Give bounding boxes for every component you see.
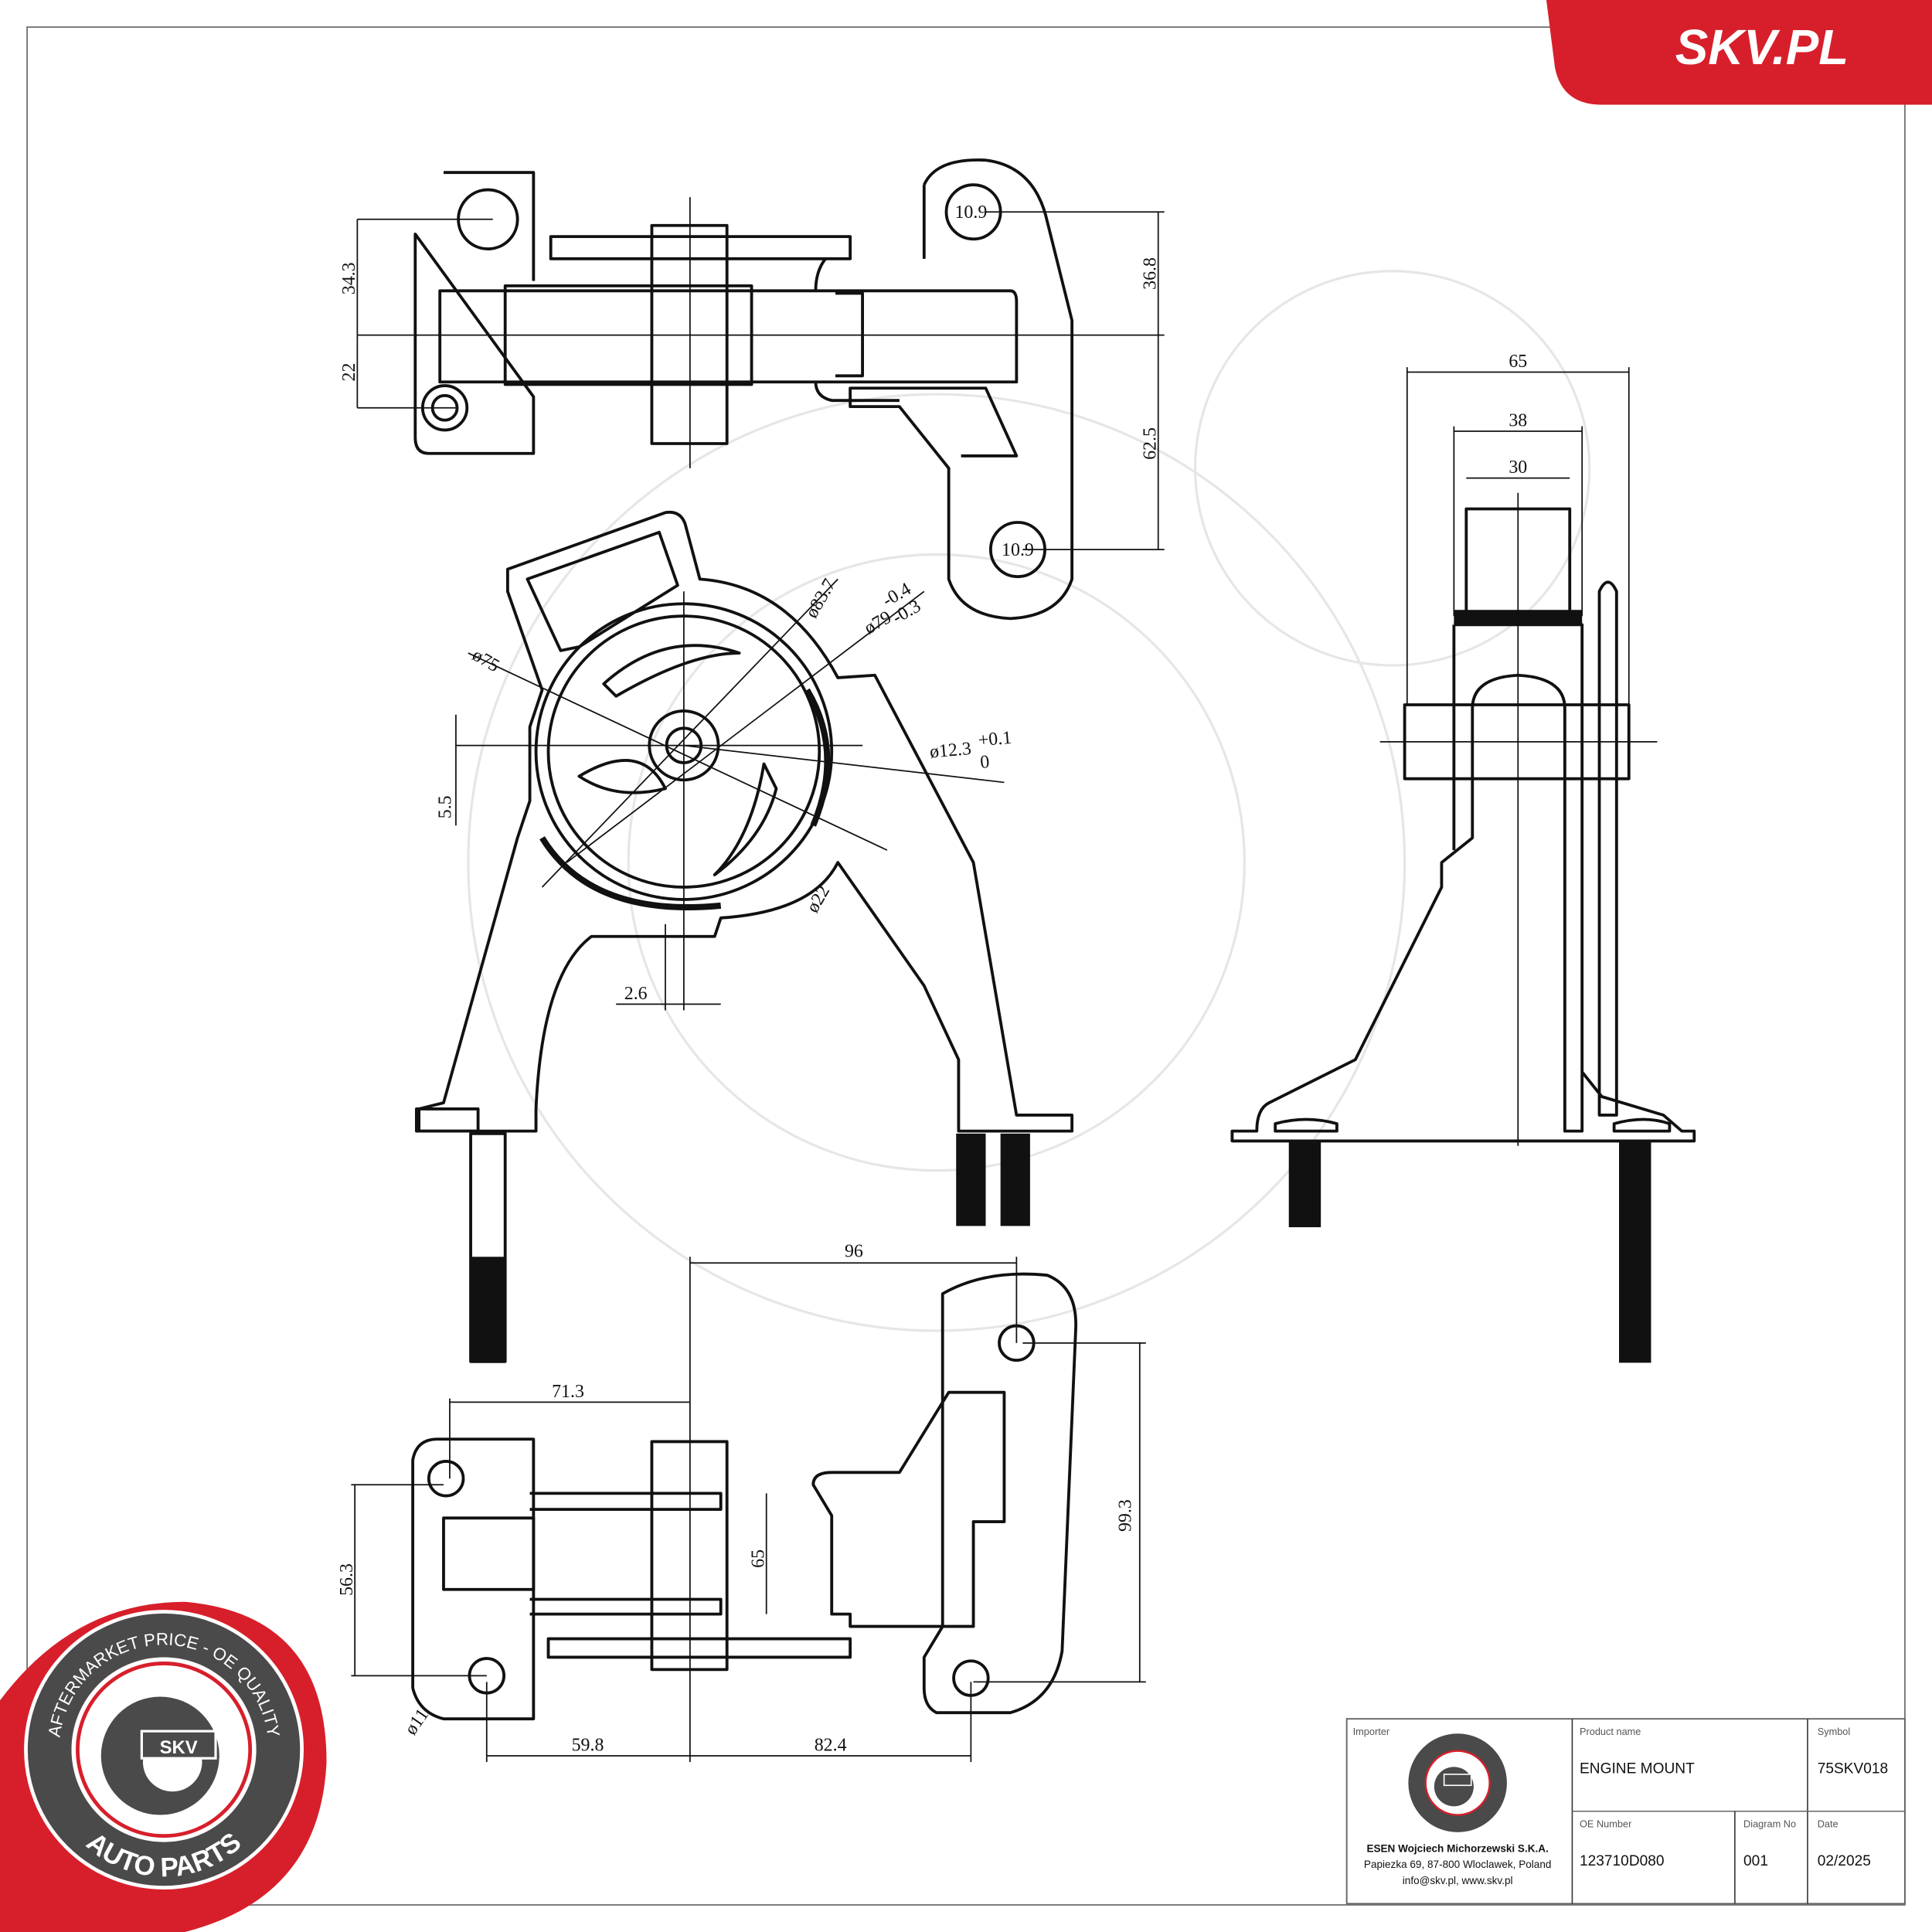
dim-d22: ø22	[803, 883, 834, 917]
side-view: 65 38 30	[1230, 352, 1696, 1363]
dim-65-bottom: 65	[749, 1549, 769, 1568]
dim-d79: ø79 -0.4 -0.3	[861, 579, 924, 638]
dim-59-8: 59.8	[572, 1736, 604, 1756]
top-view: 34.3 22 36.8 62.5 10.9 10.9	[339, 158, 1165, 621]
seal-center-text: SKV	[160, 1737, 198, 1758]
bottom-view: 96 71.3 56.3 65 99.3 ø11 59.8 82.4	[337, 1241, 1146, 1762]
importer-label: Importer	[1353, 1726, 1390, 1737]
date-label: Date	[1818, 1818, 1838, 1829]
dim-99-3: 99.3	[1116, 1499, 1136, 1532]
watermark-gear	[467, 270, 1591, 1332]
dim-hole-10-9-bottom: 10.9	[1002, 540, 1034, 560]
drawing-frame	[26, 26, 1906, 1906]
product-name-label: Product name	[1580, 1726, 1641, 1737]
brand-banner: SKV.PL	[1546, 0, 1932, 105]
dim-30: 30	[1509, 457, 1527, 478]
dim-82-4: 82.4	[815, 1736, 847, 1756]
importer-name: ESEN Wojciech Michorzewski S.K.A.	[1366, 1842, 1548, 1854]
dim-36-8: 36.8	[1141, 257, 1161, 290]
dim-d75: ø75	[468, 645, 502, 676]
oe-number: 123710D080	[1580, 1853, 1665, 1869]
symbol-label: Symbol	[1818, 1726, 1851, 1737]
dim-22: 22	[339, 363, 359, 382]
dim-d12-tol-lower: 0	[979, 752, 990, 773]
dim-hole-10-9-top: 10.9	[954, 202, 987, 223]
diagram-no-label: Diagram No	[1743, 1818, 1796, 1829]
skv-seal-logo: SKV AFTERMARKET PRICE - OE QUALITY AUTO …	[0, 1601, 327, 1932]
dim-d12-3: ø12.3 +0.1 0	[929, 728, 1012, 773]
importer-contact: info@skv.pl, www.skv.pl	[1403, 1875, 1513, 1886]
importer-address: Papiezka 69, 87-800 Wloclawek, Poland	[1364, 1859, 1551, 1870]
diagram-no: 001	[1743, 1853, 1768, 1869]
date-value: 02/2025	[1818, 1853, 1871, 1869]
brand-banner-text: SKV.PL	[1675, 19, 1849, 75]
title-block: Importer ESEN Wojciech Michorzewski S.K.…	[1345, 1718, 1906, 1905]
symbol-value: 75SKV018	[1818, 1760, 1888, 1777]
dim-71-3: 71.3	[552, 1382, 584, 1402]
oe-number-label: OE Number	[1580, 1818, 1632, 1829]
dim-62-5: 62.5	[1141, 427, 1161, 460]
dim-2-6: 2.6	[624, 984, 648, 1004]
product-name: ENGINE MOUNT	[1580, 1760, 1695, 1777]
dim-d12-value: ø12.3	[929, 739, 972, 763]
dim-56-3: 56.3	[337, 1563, 357, 1596]
dim-65: 65	[1509, 352, 1527, 372]
importer-logo	[1408, 1733, 1507, 1832]
dim-38: 38	[1509, 411, 1527, 431]
front-view: ø83.7 ø79 -0.4 -0.3 ø75 ø12.3 +0.1 0 5.5…	[414, 510, 1074, 1363]
dim-34-3: 34.3	[339, 262, 359, 294]
dim-d12-tol-upper: +0.1	[978, 728, 1012, 751]
dim-5-5: 5.5	[436, 795, 456, 818]
dim-96: 96	[845, 1241, 863, 1261]
